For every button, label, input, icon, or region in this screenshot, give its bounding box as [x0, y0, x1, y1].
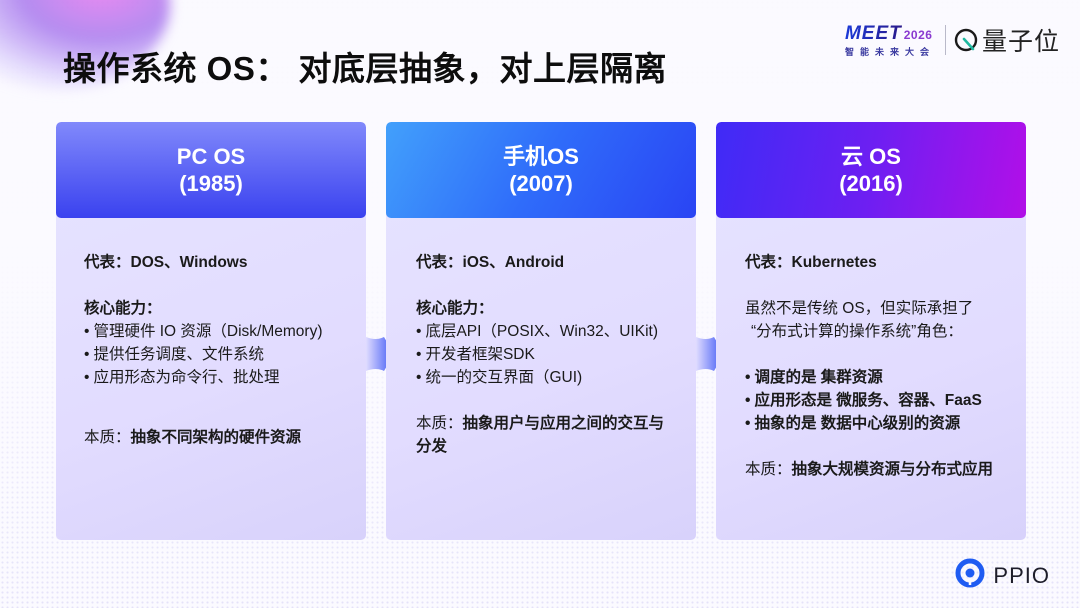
representative-line: 代表：iOS、Android: [416, 254, 565, 271]
card-pc-os: PC OS (1985) 代表：DOS、Windows 核心能力： 管理硬件 I…: [56, 122, 366, 540]
description-line: “分布式计算的操作系统”角色：: [751, 323, 963, 340]
list-item: 抽象的是 数据中心级别的资源: [745, 412, 998, 435]
card-title: 手机OS: [503, 144, 579, 169]
list-item: 调度的是 集群资源: [745, 366, 998, 389]
card-title: PC OS: [176, 144, 246, 169]
card-year: (2016): [839, 171, 903, 196]
qbitai-logo: 量子位: [954, 22, 1060, 58]
ppio-logo-icon: [955, 558, 985, 593]
list-item: 管理硬件 IO 资源（Disk/Memory): [84, 320, 338, 343]
card-body: 代表：iOS、Android 核心能力： 底层API（POSIX、Win32、U…: [386, 218, 696, 458]
header-logos: MEET 2026 智能未来大会 量子位: [845, 22, 1060, 58]
meet-logo-year: 2026: [903, 27, 933, 42]
qbitai-logo-icon: [954, 28, 978, 52]
card-header: PC OS (1985): [56, 122, 366, 218]
card-year: (2007): [509, 171, 573, 196]
core-capabilities-label: 核心能力：: [84, 300, 162, 317]
slide-title: 操作系统 OS： 对底层抽象，对上层隔离: [63, 50, 668, 87]
card-title: 云 OS: [841, 144, 901, 169]
card-body: 代表：DOS、Windows 核心能力： 管理硬件 IO 资源（Disk/Mem…: [56, 218, 366, 449]
list-item: 应用形态为命令行、批处理: [84, 366, 338, 389]
list-item: 统一的交互界面（GUI): [416, 366, 668, 389]
card-header: 云 OS (2016): [716, 122, 1026, 218]
card-year: (1985): [179, 171, 243, 196]
description-line: 虽然不是传统 OS，但实际承担了: [745, 300, 974, 317]
essence-line: 本质：抽象不同架构的硬件资源: [84, 429, 302, 446]
ppio-logo-text: PPIO: [993, 562, 1050, 588]
representative-line: 代表：DOS、Windows: [84, 254, 248, 271]
list-item: 应用形态是 微服务、容器、FaaS: [745, 389, 998, 412]
card-header: 手机OS (2007): [386, 122, 696, 218]
card-mobile-os: 手机OS (2007) 代表：iOS、Android 核心能力： 底层API（P…: [386, 122, 696, 540]
meet-logo: MEET 2026 智能未来大会: [845, 23, 935, 58]
qbitai-logo-text: 量子位: [981, 28, 1060, 56]
essence-line: 本质：抽象用户与应用之间的交互与分发: [416, 415, 665, 455]
card-cloud-os: 云 OS (2016) 代表：Kubernetes 虽然不是传统 OS，但实际承…: [716, 122, 1026, 540]
list-item: 开发者框架SDK: [416, 343, 668, 366]
meet-logo-word: MEET: [844, 22, 902, 44]
card-body: 代表：Kubernetes 虽然不是传统 OS，但实际承担了 “分布式计算的操作…: [716, 218, 1026, 481]
meet-logo-subtitle: 智能未来大会: [844, 46, 935, 57]
list-item: 提供任务调度、文件系统: [84, 343, 338, 366]
core-capabilities-label: 核心能力：: [416, 300, 494, 317]
logo-divider: [944, 25, 946, 55]
representative-line: 代表：Kubernetes: [745, 254, 877, 271]
list-item: 底层API（POSIX、Win32、UIKit): [416, 320, 668, 343]
essence-line: 本质：抽象大规模资源与分布式应用: [745, 461, 994, 478]
ppio-logo: PPIO: [955, 558, 1050, 593]
